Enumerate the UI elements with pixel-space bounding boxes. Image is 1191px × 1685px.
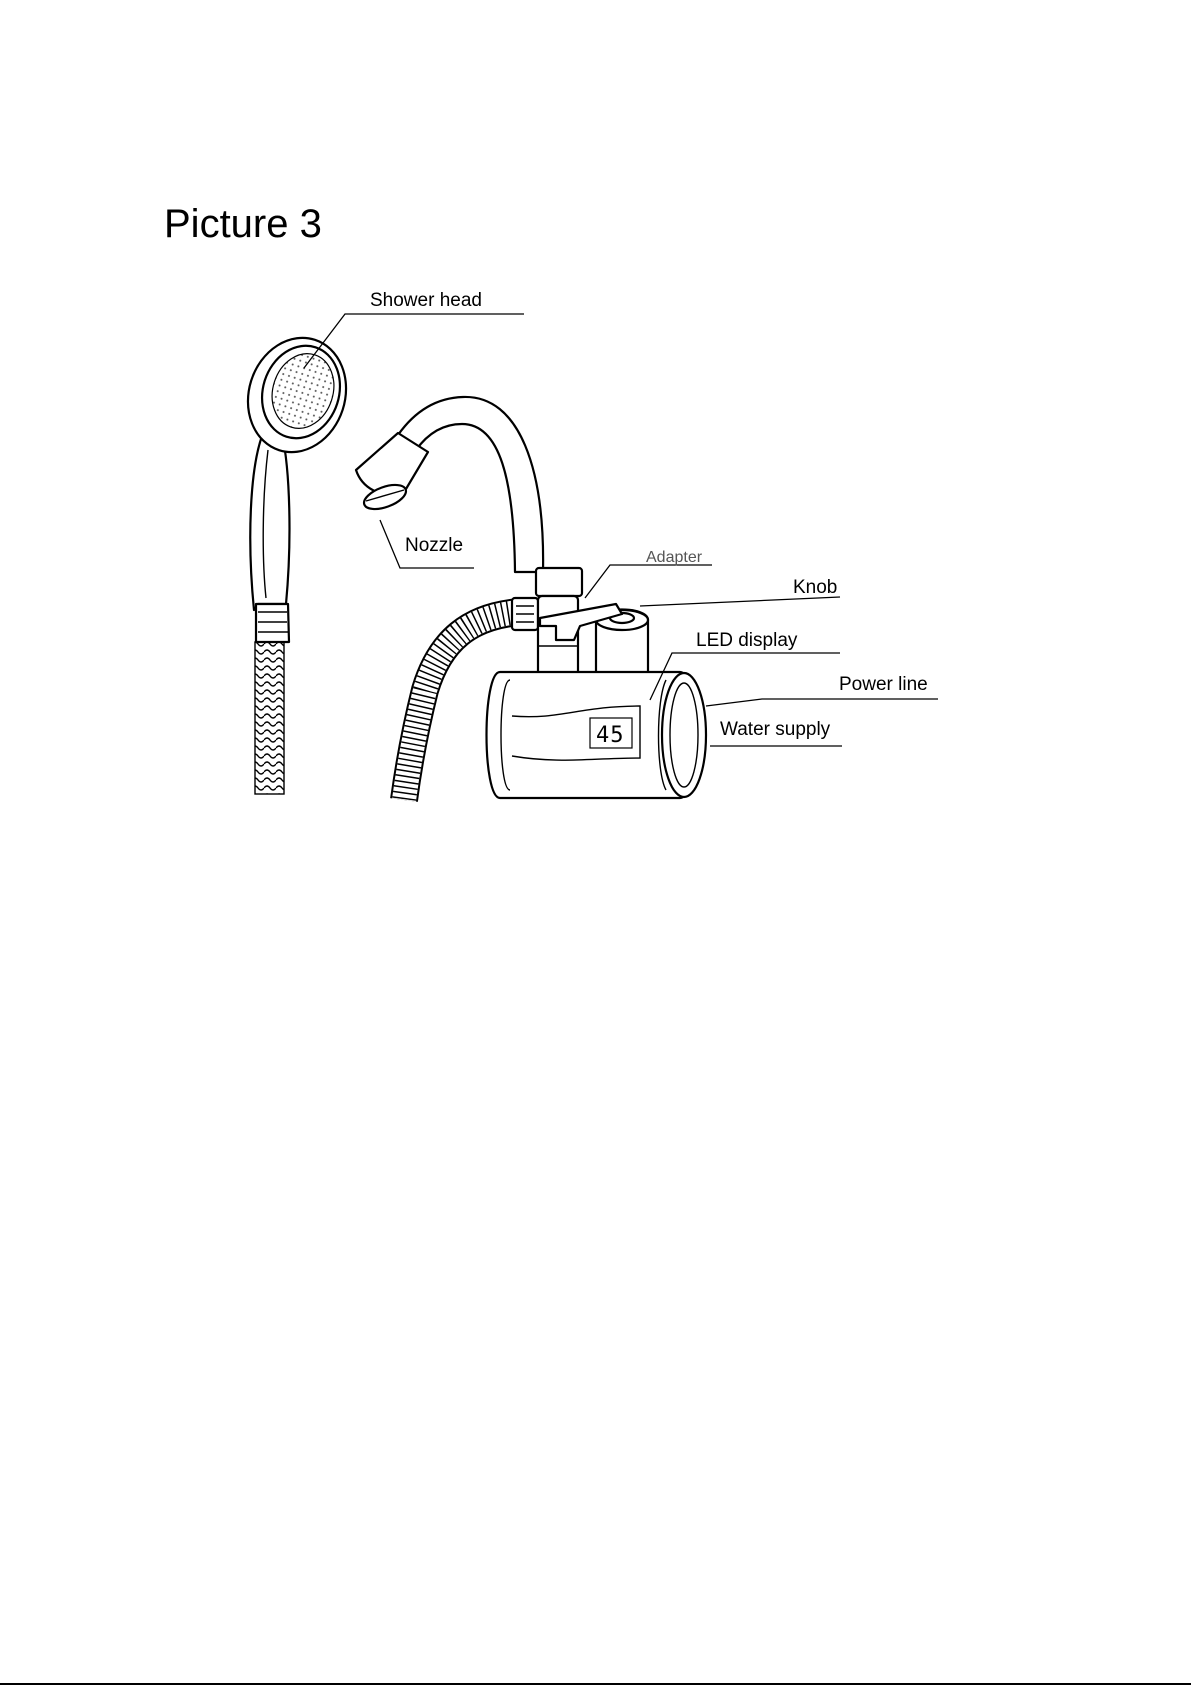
shower-head-illustration [233,325,360,794]
led-display-value: 45 [596,723,625,748]
label-adapter: Adapter [646,549,703,566]
label-knob: Knob [793,577,837,598]
label-water-supply: Water supply [720,719,831,740]
label-shower-head: Shower head [370,290,482,311]
spout-illustration [356,397,582,596]
label-led-display: LED display [696,630,798,651]
label-nozzle: Nozzle [405,535,463,556]
label-power-line: Power line [839,674,928,695]
